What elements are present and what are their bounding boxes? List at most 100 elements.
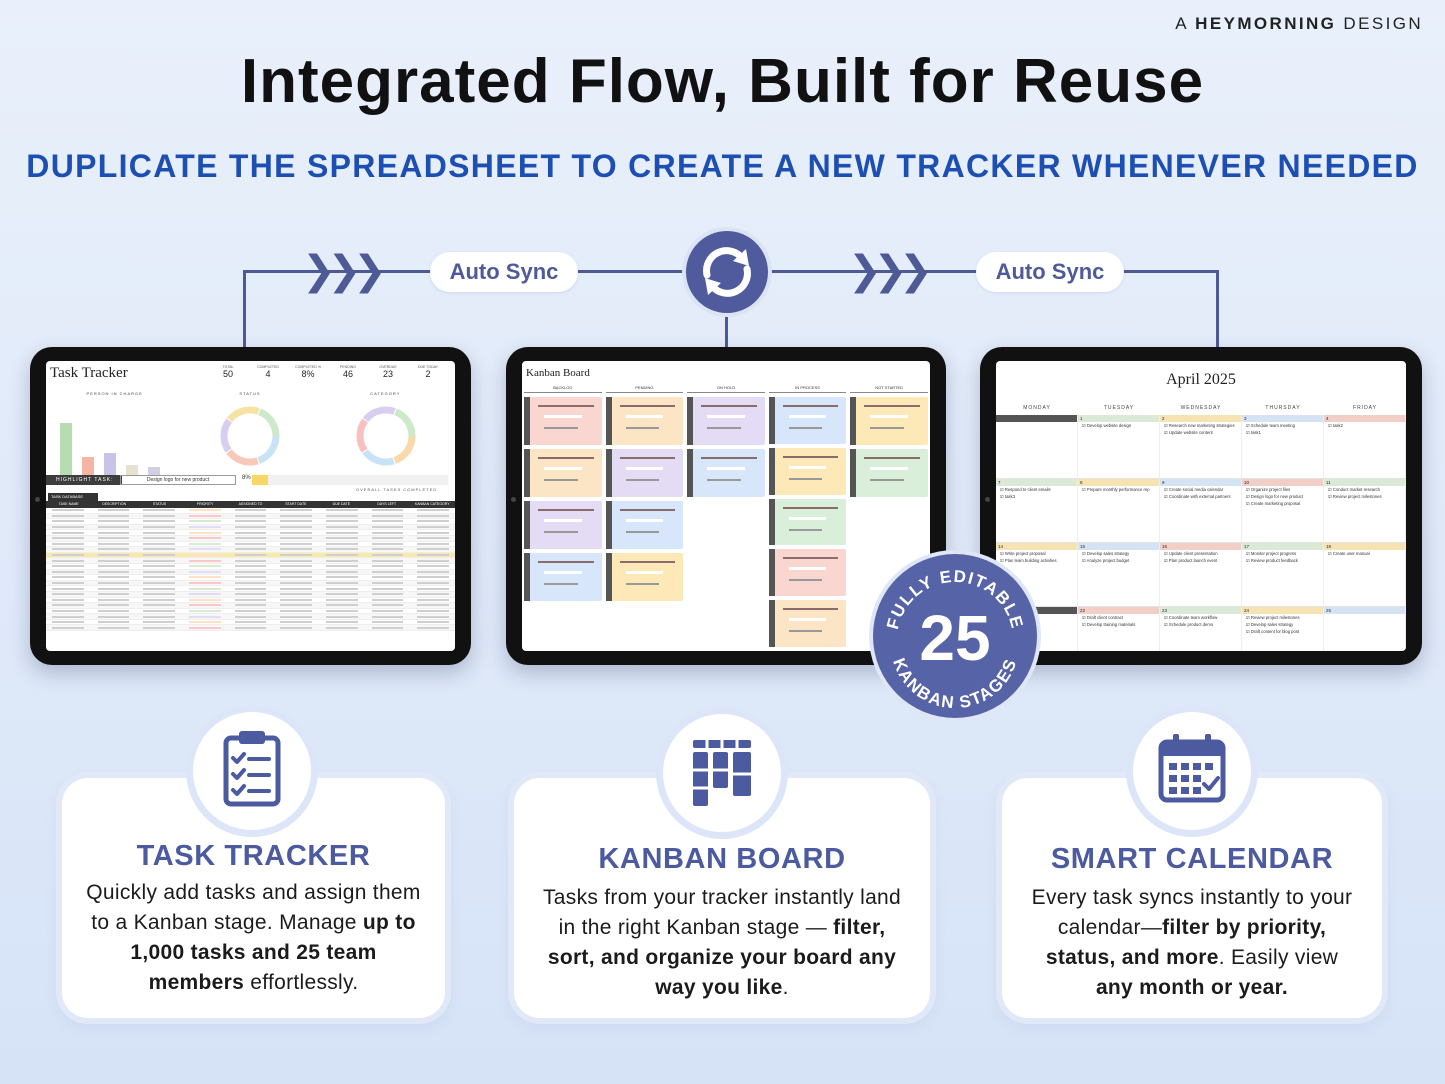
table-row[interactable]: [46, 597, 455, 604]
table-cell: [189, 609, 221, 612]
calendar-event[interactable]: ☑ Respond to client emails: [1000, 487, 1051, 492]
table-row[interactable]: [46, 580, 455, 587]
calendar-event[interactable]: ☑ Draft client contract: [1082, 615, 1123, 620]
kanban-card[interactable]: [768, 397, 847, 444]
kanban-card[interactable]: [768, 549, 847, 597]
kanban-card[interactable]: [768, 498, 847, 546]
table-row[interactable]: [46, 608, 455, 615]
calendar-event[interactable]: ☑ Organize project files: [1246, 487, 1291, 492]
calendar-day[interactable]: 10☑ Organize project files☑ Design logo …: [1242, 479, 1324, 542]
kanban-card[interactable]: [605, 449, 684, 497]
calendar-day[interactable]: 9☑ Create social media calendar☑ Coordin…: [1160, 479, 1242, 542]
calendar-day[interactable]: 17☑ Monitor project progress☑ Review pro…: [1242, 543, 1324, 606]
table-row[interactable]: [46, 575, 455, 581]
calendar-event[interactable]: ☑ Update website content: [1164, 430, 1213, 435]
kanban-card[interactable]: [850, 449, 928, 497]
table-cell: [371, 626, 404, 629]
calendar-event[interactable]: ☑ Create user manual: [1328, 551, 1370, 556]
table-cell: [189, 626, 221, 629]
kanban-card[interactable]: [605, 397, 684, 445]
table-cell: [280, 570, 313, 573]
calendar-day[interactable]: 14☑ Write project proposal☑ Plan team bu…: [996, 543, 1078, 606]
calendar-event[interactable]: ☑ Design logo for new product: [1246, 494, 1304, 499]
calendar-event[interactable]: ☑ Plan team building activities: [1000, 558, 1057, 563]
kanban-card[interactable]: [524, 553, 602, 601]
calendar-event[interactable]: ☑ Create marketing proposal: [1246, 501, 1301, 506]
calendar-day[interactable]: 8☑ Prepare monthly performance rep: [1078, 479, 1160, 542]
table-row[interactable]: [46, 591, 455, 598]
table-row[interactable]: [46, 586, 455, 592]
kanban-card[interactable]: [524, 449, 602, 497]
table-row[interactable]: [46, 547, 455, 553]
kanban-card[interactable]: [687, 449, 765, 497]
calendar-event[interactable]: ☑ Review project milestones: [1328, 494, 1382, 499]
calendar-day[interactable]: 15☑ Develop sales strategy☑ Analyze proj…: [1078, 543, 1160, 606]
table-row[interactable]: [46, 552, 455, 559]
table-row[interactable]: [46, 625, 455, 632]
donut-segment: [356, 406, 416, 466]
calendar-day[interactable]: 23☑ Coordinate team workflow☑ Schedule p…: [1160, 607, 1242, 651]
calendar-event[interactable]: ☑ Coordinate team workflow: [1164, 615, 1218, 620]
calendar-event[interactable]: ☑ Coordinate with external partners: [1164, 494, 1231, 499]
calendar-event[interactable]: ☑ Develop website design: [1082, 423, 1132, 428]
kanban-card[interactable]: [850, 397, 928, 445]
table-row[interactable]: [46, 524, 455, 531]
calendar-event[interactable]: ☑ Update client presentation: [1164, 551, 1218, 556]
table-row[interactable]: [46, 541, 455, 548]
table-cell: [326, 570, 358, 573]
table-row[interactable]: [46, 603, 455, 609]
kanban-card[interactable]: [605, 501, 684, 549]
calendar-event[interactable]: ☑ Develop training materials: [1082, 622, 1136, 627]
calendar-day[interactable]: 4☑ task2: [1324, 415, 1406, 478]
kanban-card[interactable]: [605, 553, 684, 601]
calendar-day[interactable]: [996, 415, 1078, 478]
calendar-event[interactable]: ☑ task1: [1246, 430, 1261, 435]
highlight-field[interactable]: Design logo for new product: [120, 475, 236, 485]
calendar-day[interactable]: 11☑ Conduct market research☑ Review proj…: [1324, 479, 1406, 542]
calendar-event[interactable]: ☑ task3: [1000, 494, 1015, 499]
calendar-event[interactable]: ☑ Prepare monthly performance rep: [1082, 487, 1150, 492]
calendar-day[interactable]: 3☑ Schedule team meeting☑ task1: [1242, 415, 1324, 478]
calendar-event[interactable]: ☑ Schedule product demo: [1164, 622, 1214, 627]
kanban-card[interactable]: [768, 600, 847, 647]
table-row[interactable]: [46, 513, 455, 520]
calendar-day[interactable]: 22☑ Draft client contract☑ Develop train…: [1078, 607, 1160, 651]
calendar-event[interactable]: ☑ Research new marketing strategies: [1164, 423, 1235, 428]
kanban-card[interactable]: [524, 501, 602, 549]
table-row[interactable]: [46, 614, 455, 620]
calendar-event[interactable]: ☑ Review product feedback: [1246, 558, 1298, 563]
table-row[interactable]: [46, 530, 455, 536]
calendar-day[interactable]: 2☑ Research new marketing strategies☑ Up…: [1160, 415, 1242, 478]
calendar-event[interactable]: ☑ Develop sales strategy: [1246, 622, 1294, 627]
calendar-event[interactable]: ☑ Write project proposal: [1000, 551, 1046, 556]
calendar-event[interactable]: ☑ task2: [1328, 423, 1343, 428]
table-row[interactable]: [46, 619, 455, 626]
table-cell: [417, 526, 450, 529]
calendar-day[interactable]: 24☑ Review project milestones☑ Develop s…: [1242, 607, 1324, 651]
calendar-event[interactable]: ☑ Review project milestones: [1246, 615, 1300, 620]
tab-task-database[interactable]: TASK DATABASE: [48, 493, 98, 501]
calendar-event[interactable]: ☑ Analyze project budget: [1082, 558, 1130, 563]
kanban-card[interactable]: [524, 397, 602, 445]
calendar-day[interactable]: 25: [1324, 607, 1406, 651]
calendar-event[interactable]: ☑ Monitor project progress: [1246, 551, 1297, 556]
bar-chart: [60, 415, 160, 475]
table-row[interactable]: [46, 569, 455, 576]
table-row[interactable]: [46, 558, 455, 564]
calendar-event[interactable]: ☑ Plan product launch event: [1164, 558, 1218, 563]
calendar-event[interactable]: ☑ Draft content for blog post: [1246, 629, 1300, 634]
calendar-day[interactable]: 7☑ Respond to client emails☑ task3: [996, 479, 1078, 542]
kanban-card[interactable]: [768, 447, 847, 495]
table-row[interactable]: [46, 563, 455, 570]
calendar-event[interactable]: ☑ Develop sales strategy: [1082, 551, 1130, 556]
calendar-event[interactable]: ☑ Conduct market research: [1328, 487, 1380, 492]
table-row[interactable]: [46, 519, 455, 525]
calendar-day[interactable]: 16☑ Update client presentation☑ Plan pro…: [1160, 543, 1242, 606]
calendar-event[interactable]: ☑ Schedule team meeting: [1246, 423, 1295, 428]
kanban-card[interactable]: [687, 397, 765, 445]
calendar-event[interactable]: ☑ Create social media calendar: [1164, 487, 1224, 492]
calendar-day[interactable]: 18☑ Create user manual: [1324, 543, 1406, 606]
table-row[interactable]: [46, 508, 455, 514]
calendar-day[interactable]: 1☑ Develop website design: [1078, 415, 1160, 478]
table-row[interactable]: [46, 535, 455, 542]
